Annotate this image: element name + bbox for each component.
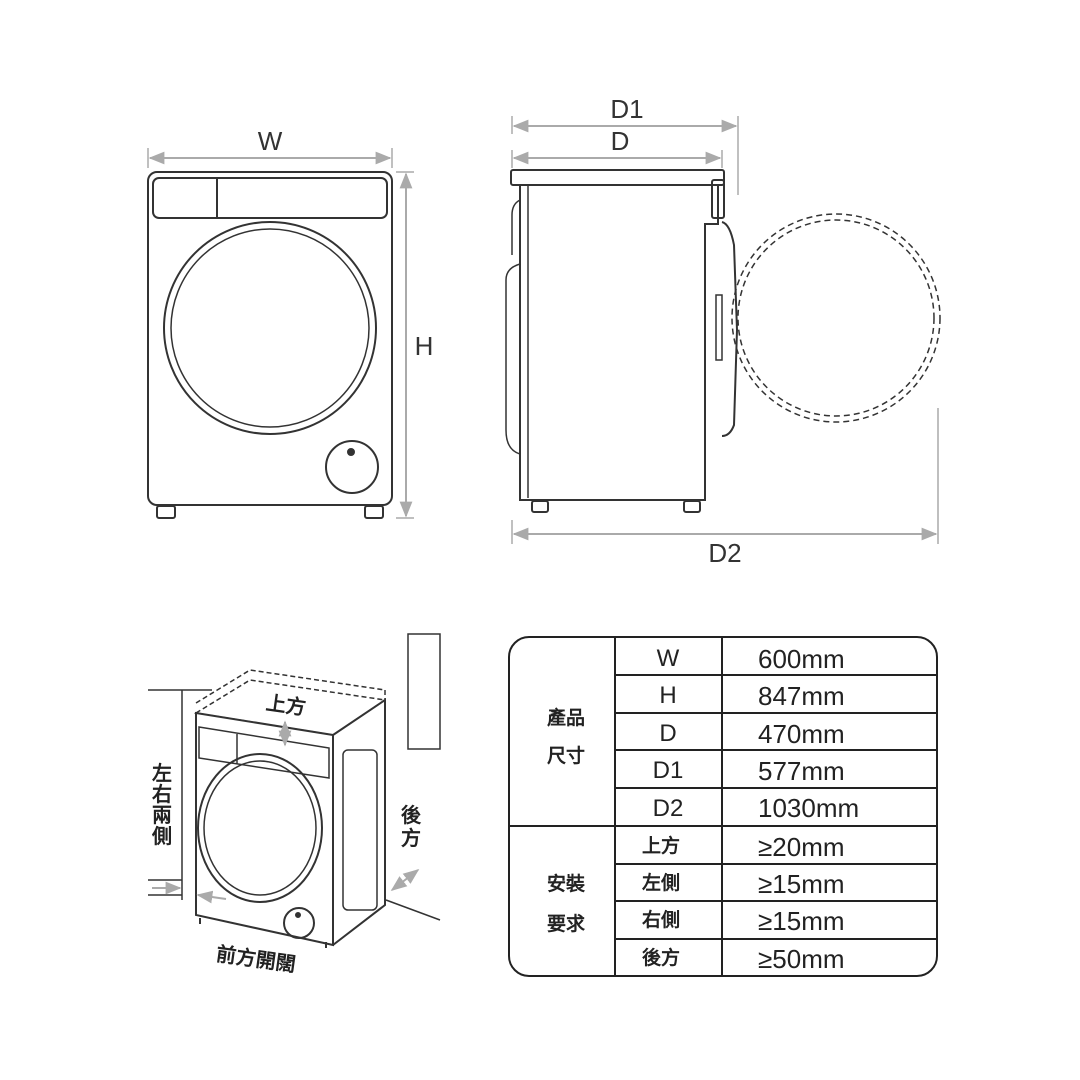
row-value: 1030mm [758,793,859,823]
group-size-label: 產品 尺寸 [547,706,585,767]
row-key: D2 [653,795,684,822]
install-rows: 上方 ≥20mm 左側 ≥15mm 右側 ≥15mm 後方 ≥50mm [641,832,845,974]
row-key: 後方 [642,946,680,969]
row-value: 847mm [758,681,845,711]
svg-text:尺寸: 尺寸 [547,744,585,767]
row-value: ≥20mm [758,832,845,862]
svg-text:安裝: 安裝 [547,872,586,895]
svg-text:左: 左 [152,761,172,785]
door-outer [163,221,377,435]
row-key: D [659,720,676,747]
svg-text:後: 後 [401,803,422,827]
back-label: 後 方 [401,803,422,850]
row-value: 600mm [758,644,845,674]
front-body [147,171,393,506]
row-value: ≥15mm [758,869,845,899]
svg-text:兩: 兩 [152,803,172,827]
row-key: 左側 [642,871,680,894]
install-door-outer [197,753,323,903]
row-value: ≥15mm [758,906,845,936]
install-knob [283,907,315,939]
d2-label: D2 [708,538,741,568]
control-panel [152,177,388,219]
spec-table [508,636,938,977]
d-label: D [611,126,630,156]
group-install-label: 安裝 要求 [547,872,586,935]
row-value: 470mm [758,719,845,749]
svg-text:產品: 產品 [547,706,585,729]
row-key: 上方 [642,834,680,857]
sides-label: 左 右 兩 側 [151,761,172,848]
side-view [505,116,941,544]
svg-text:要求: 要求 [547,912,586,935]
svg-text:右: 右 [152,782,172,806]
door-inner [170,228,370,428]
row-key: 右側 [641,908,680,931]
install-view [148,633,441,948]
size-rows: W 600mm H 847mm D 470mm D1 577mm D2 1030… [653,644,860,823]
svg-text:側: 側 [151,824,172,848]
front-view [147,148,414,519]
row-key: W [657,645,680,672]
height-label: H [415,331,434,361]
svg-text:方: 方 [401,826,421,850]
row-value: ≥50mm [758,944,845,974]
width-label: W [258,126,283,156]
row-key: H [659,682,676,709]
row-key: D1 [653,757,684,784]
knob [325,440,379,494]
row-value: 577mm [758,756,845,786]
d1-label: D1 [610,94,643,124]
front-clearance-label: 前方開闊 [215,942,298,977]
top-clearance-label: 上方 [264,690,307,719]
